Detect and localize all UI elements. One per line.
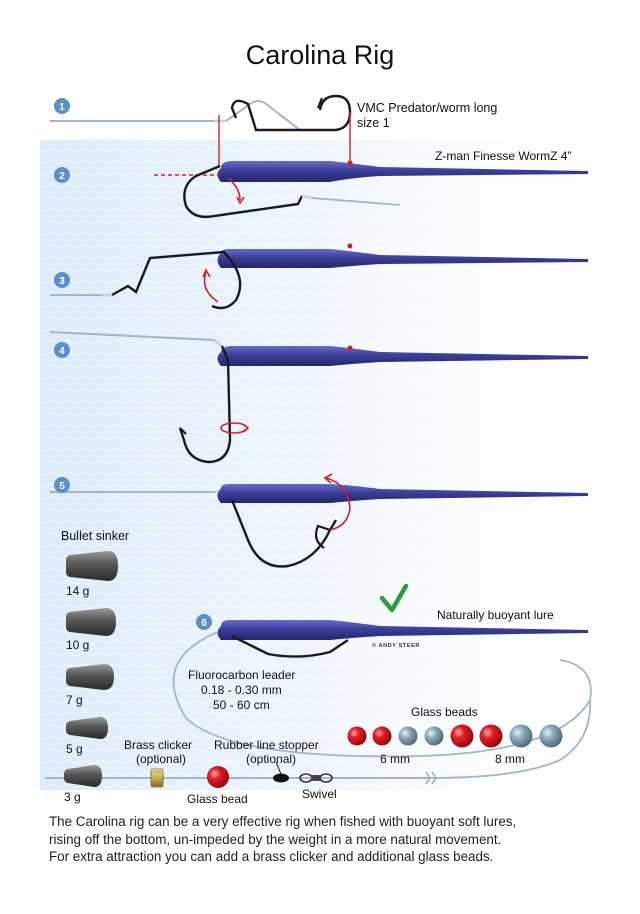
hook-icon xyxy=(183,164,304,219)
hook-icon xyxy=(111,250,242,310)
step-badge-5: 5 xyxy=(54,477,70,493)
svg-text:6: 6 xyxy=(201,618,207,629)
hook-icon xyxy=(178,345,232,464)
step-6-group xyxy=(172,583,592,779)
sinker-weight-label: 3 g xyxy=(64,790,81,804)
worm-icon xyxy=(217,484,588,503)
swivel-label: Swivel xyxy=(302,787,337,801)
sinker-10g xyxy=(66,608,116,636)
step-1-group xyxy=(50,94,352,166)
svg-text:5: 5 xyxy=(59,481,65,492)
stopper-optional: (optional) xyxy=(246,752,297,766)
sinker-3g xyxy=(64,765,102,787)
worm-icon xyxy=(217,346,588,366)
worm-label: Z-man Finesse WormZ 4” xyxy=(435,149,572,163)
hook-label-line1: VMC Predator/worm long xyxy=(357,101,498,115)
step-2-group xyxy=(154,160,588,219)
glass-beads-row xyxy=(347,724,563,748)
bead-size-6mm: 6 mm xyxy=(380,752,410,766)
worm-icon xyxy=(217,161,588,182)
caption: The Carolina rig can be a very effective… xyxy=(49,813,609,866)
stopper-label: Rubber line stopper xyxy=(214,738,319,752)
leader-line xyxy=(172,631,592,758)
step-badge-6: 6 xyxy=(196,614,212,630)
swivel-icon xyxy=(299,773,333,783)
caption-line: rising off the bottom, un-impeded by the… xyxy=(49,831,502,847)
credit-label: © ANDY STEER xyxy=(372,643,420,649)
check-icon xyxy=(379,583,409,613)
brass-clicker-label: Brass clicker xyxy=(124,738,193,752)
sinker-weight-label: 10 g xyxy=(66,638,90,652)
rubber-stopper-icon xyxy=(273,773,289,783)
svg-text:2: 2 xyxy=(59,171,65,182)
svg-text:3: 3 xyxy=(59,276,65,287)
step-3-group xyxy=(50,243,588,310)
sinker-weight-label: 14 g xyxy=(66,584,90,598)
leader-label-line1: Fluorocarbon leader xyxy=(188,668,296,682)
worm-icon xyxy=(217,620,588,640)
leader-label-line2: 0.18 - 0.30 mm xyxy=(201,683,282,697)
step-badge-2: 2 xyxy=(54,167,70,183)
hook-icon xyxy=(230,94,352,132)
bead-size-8mm: 8 mm xyxy=(495,752,525,766)
sinker-weight-label: 5 g xyxy=(66,742,83,756)
background-water xyxy=(40,140,640,790)
step-badge-3: 3 xyxy=(54,272,70,288)
worm-icon xyxy=(217,249,588,268)
glass-bead-icon xyxy=(207,766,229,788)
hook-label-line2: size 1 xyxy=(357,116,390,130)
sinker-14g xyxy=(66,551,118,581)
hook-icon xyxy=(230,499,338,568)
sinker-7g xyxy=(66,664,114,690)
sinker-5g xyxy=(66,717,108,739)
sinker-weight-label: 7 g xyxy=(66,693,83,707)
glass-beads-label: Glass beads xyxy=(411,705,478,719)
caption-line: The Carolina rig can be a very effective… xyxy=(49,814,517,829)
buoyant-lure-label: Naturally buoyant lure xyxy=(437,608,554,622)
glass-bead-label: Glass bead xyxy=(187,792,248,806)
brass-clicker-optional: (optional) xyxy=(136,752,187,766)
svg-text:1: 1 xyxy=(59,102,65,113)
step-badge-1: 1 xyxy=(54,98,70,114)
leader-label-line3: 50 - 60 cm xyxy=(213,698,270,712)
step-4-group xyxy=(49,331,588,464)
step-badge-4: 4 xyxy=(54,342,70,358)
caption-line: For extra attraction you can add a brass… xyxy=(49,849,494,864)
bullet-sinker-label: Bullet sinker xyxy=(61,529,130,543)
hook-icon xyxy=(231,634,349,658)
svg-text:4: 4 xyxy=(59,346,65,357)
page-title: Carolina Rig xyxy=(245,40,395,70)
step-5-group xyxy=(50,473,588,568)
brass-clicker-icon xyxy=(150,768,164,788)
